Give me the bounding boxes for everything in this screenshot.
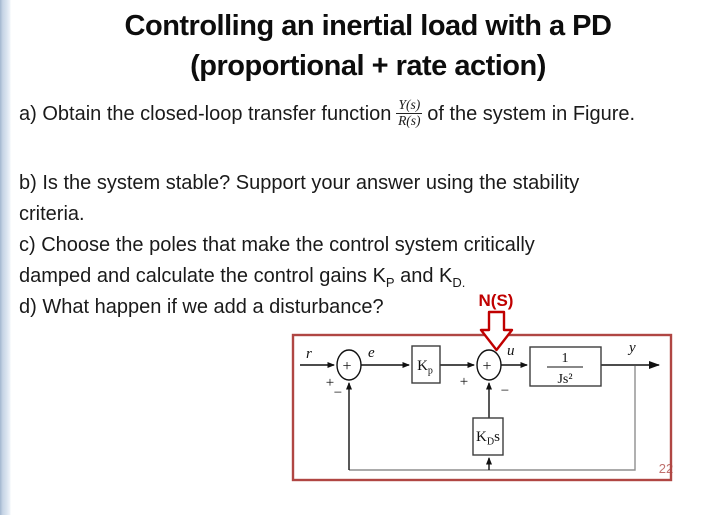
fraction-numerator: Y(s)	[396, 97, 423, 115]
kp-block-label: Kp	[417, 358, 433, 377]
sum1-minus: −	[334, 385, 342, 401]
disturbance-label: N(S)	[479, 291, 514, 310]
question-c-text-mid: and K	[394, 265, 453, 287]
slide-title-line-2: (proportional + rate action)	[190, 50, 546, 83]
sum-junction-2	[476, 349, 502, 381]
slide-title-line-1: Controlling an inertial load with a PD	[124, 10, 612, 42]
slide-title: Controlling an inertial load with a PD (…	[24, 6, 712, 86]
fraction-denominator: R(s)	[398, 112, 421, 128]
question-c-text: c) Choose the poles that make the contro…	[19, 234, 535, 287]
signal-label-r: r	[306, 346, 312, 362]
question-b: b) Is the system stable? Support your an…	[19, 172, 580, 225]
sum1-outer-plus: +	[326, 375, 334, 391]
block-diagram: 22 N(S) Kp 1 Js² KDs + + − +	[291, 291, 673, 482]
kp-block	[411, 345, 441, 384]
sum2-minus: −	[501, 383, 509, 399]
question-a-text-end: of the system in Figure.	[427, 103, 636, 125]
plant-denominator: Js²	[557, 372, 572, 387]
question-d: d) What happen if we add a disturbance?	[19, 296, 384, 318]
disturbance-arrow-icon	[479, 310, 514, 352]
sum-junction-1	[336, 349, 362, 381]
feedback-path	[349, 366, 636, 471]
signal-label-e: e	[368, 345, 375, 361]
sum2-outer-plus: +	[460, 374, 468, 390]
question-a: a) Obtain the closed-loop transfer funct…	[19, 97, 664, 130]
sum2-inner-plus: +	[482, 358, 491, 375]
plant-numerator: 1	[562, 351, 569, 366]
signal-label-y: y	[627, 340, 636, 356]
gain-kd-subscript: D.	[452, 275, 466, 290]
left-edge-strip	[0, 0, 11, 515]
page-number: 22	[659, 461, 673, 476]
sum1-inner-plus: +	[342, 358, 351, 375]
question-a-text: a) Obtain the closed-loop transfer funct…	[19, 103, 392, 125]
question-c: c) Choose the poles that make the contro…	[19, 230, 604, 292]
figure-red-frame	[291, 333, 673, 482]
signal-label-u: u	[507, 343, 515, 359]
transfer-function-fraction: Y(s)R(s)	[396, 97, 423, 128]
kd-block-label: KDs	[476, 429, 500, 448]
gain-kp-subscript: P	[385, 275, 395, 290]
kd-block	[472, 417, 504, 456]
